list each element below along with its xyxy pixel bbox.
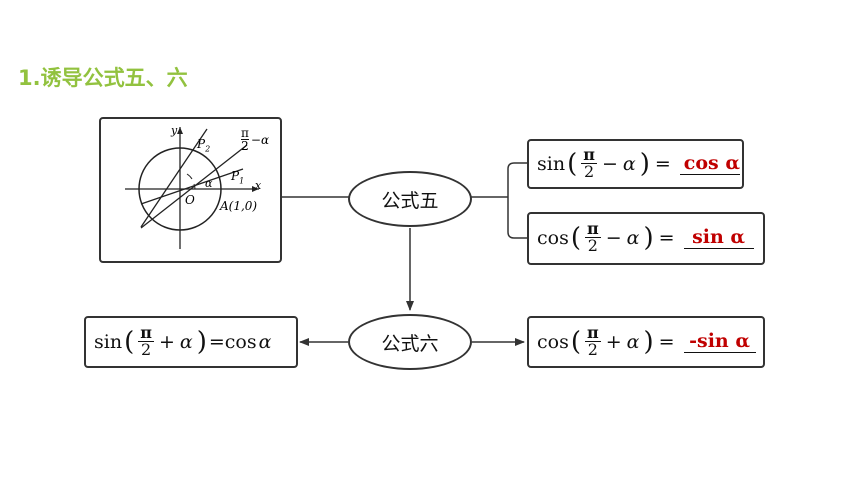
answer-blank: sin α bbox=[683, 226, 754, 249]
unit-circle bbox=[138, 147, 222, 231]
node-formula-six: 公式六 bbox=[348, 314, 472, 370]
unit-circle-svg bbox=[125, 127, 259, 249]
angle-arc bbox=[193, 183, 196, 190]
label-origin: O bbox=[185, 193, 195, 207]
answer-blank: cos α bbox=[679, 152, 740, 175]
label-alpha: α bbox=[205, 177, 213, 190]
ray-p1 bbox=[140, 168, 244, 205]
unit-circle-figure: y P2 π 2 −α P1 α x O A(1,0) bbox=[99, 117, 282, 263]
label-point-a: A(1,0) bbox=[220, 199, 258, 213]
answer-blank: -sin α bbox=[683, 330, 756, 353]
label-pi-over-2-minus-alpha: π 2 −α bbox=[241, 126, 270, 153]
ray-p2 bbox=[140, 128, 208, 228]
label-p1: P1 bbox=[231, 169, 245, 186]
section-title: 1.诱导公式五、六 bbox=[18, 66, 188, 90]
node-formula-five: 公式五 bbox=[348, 171, 472, 227]
label-x: x bbox=[255, 179, 262, 192]
connector-bracket bbox=[507, 162, 528, 239]
label-y: y bbox=[171, 124, 178, 137]
label-p2: P2 bbox=[197, 137, 211, 154]
